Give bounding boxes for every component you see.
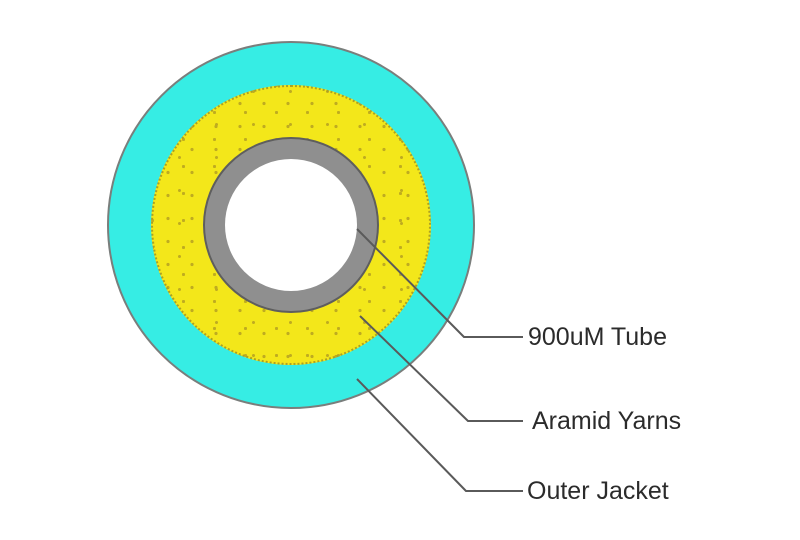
label-aramid-yarns: Aramid Yarns — [532, 407, 682, 435]
leader-line-jacket — [356, 378, 523, 492]
label-outer-jacket: Outer Jacket — [527, 477, 669, 505]
leader-line-aramid — [359, 315, 523, 422]
leader-line-tube — [356, 228, 523, 338]
fiber-core-circle — [225, 159, 357, 291]
label-900um-tube: 900uM Tube — [528, 323, 667, 351]
